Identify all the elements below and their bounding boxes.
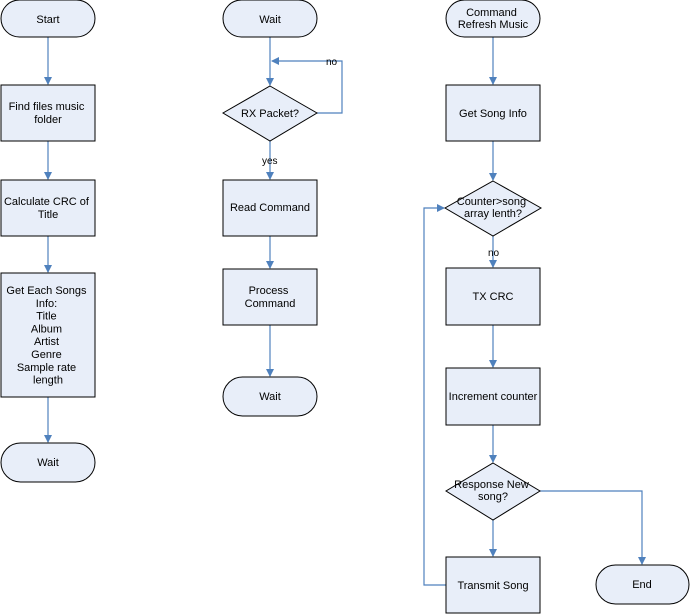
node-end: End <box>595 564 690 605</box>
node-command-refresh-label: Command Refresh Music <box>458 7 529 31</box>
edges <box>44 37 646 586</box>
process-shape <box>0 84 96 142</box>
process-shape <box>445 84 541 142</box>
node-start: Start <box>0 0 96 38</box>
node-wait-bottom: Wait <box>222 376 318 417</box>
node-command-refresh: Command Refresh Music <box>445 0 541 38</box>
terminal-shape <box>222 0 318 38</box>
process-shape <box>222 268 318 326</box>
node-get-song-info: Get Song Info <box>445 84 541 142</box>
node-increment-counter: Increment counter <box>445 367 541 426</box>
node-response-new-song-label: Response New song? <box>454 479 532 503</box>
node-end-label: End <box>632 579 652 591</box>
node-transmit-song: Transmit Song <box>445 556 541 614</box>
edge-transmit-loop-back <box>423 204 446 586</box>
edge-label-no-col2: no <box>326 57 338 68</box>
terminal-shape <box>595 564 690 605</box>
node-get-info: Get Each Songs Info: Title Album Artist … <box>0 272 96 398</box>
node-wait-col1: Wait <box>0 442 96 483</box>
node-rx-packet-label: RX Packet? <box>241 108 299 120</box>
node-process-command-label: Process Command <box>245 285 296 310</box>
node-tx-crc: TX CRC <box>445 267 541 326</box>
node-find-files: Find files music folder <box>0 84 96 142</box>
node-wait-bottom-label: Wait <box>259 391 281 403</box>
edge-rx-packet-no-loop <box>271 57 343 114</box>
terminal-shape <box>0 0 96 38</box>
edge-label-yes: yes <box>262 156 278 167</box>
node-get-info-label: Get Each Songs Info: Title Album Artist … <box>6 285 89 387</box>
process-shape <box>445 556 541 614</box>
process-shape <box>0 272 96 398</box>
node-rx-packet: RX Packet? <box>222 85 318 142</box>
decision-shape <box>222 85 318 142</box>
node-counter-check: Counter>song array lenth? <box>443 180 543 237</box>
node-get-song-info-label: Get Song Info <box>459 108 527 120</box>
node-read-command-label: Read Command <box>230 202 310 214</box>
node-process-command: Process Command <box>222 268 318 326</box>
decision-shape <box>445 462 541 521</box>
terminal-shape <box>0 442 96 483</box>
terminal-shape <box>445 0 541 38</box>
node-find-files-label: Find files music folder <box>9 101 88 126</box>
node-transmit-song-label: Transmit Song <box>457 580 528 592</box>
process-shape <box>222 179 318 237</box>
node-counter-check-label: Counter>song array lenth? <box>457 196 529 220</box>
node-response-new-song: Response New song? <box>445 462 541 521</box>
node-increment-counter-label: Increment counter <box>449 391 538 403</box>
node-read-command: Read Command <box>222 179 318 237</box>
node-tx-crc-label: TX CRC <box>473 291 514 303</box>
node-calc-crc-label: Calculate CRC of Title <box>4 196 92 221</box>
edge-response-to-end <box>540 490 646 565</box>
terminal-shape <box>222 376 318 417</box>
node-calc-crc: Calculate CRC of Title <box>0 179 96 237</box>
decision-shape <box>443 180 543 237</box>
node-wait-col1-label: Wait <box>37 457 59 469</box>
edge-label-no-col3: no <box>488 248 500 259</box>
process-shape <box>445 367 541 426</box>
node-wait-top-label: Wait <box>259 14 281 26</box>
node-wait-top: Wait <box>222 0 318 38</box>
process-shape <box>0 179 96 237</box>
process-shape <box>445 267 541 326</box>
node-start-label: Start <box>36 14 59 26</box>
